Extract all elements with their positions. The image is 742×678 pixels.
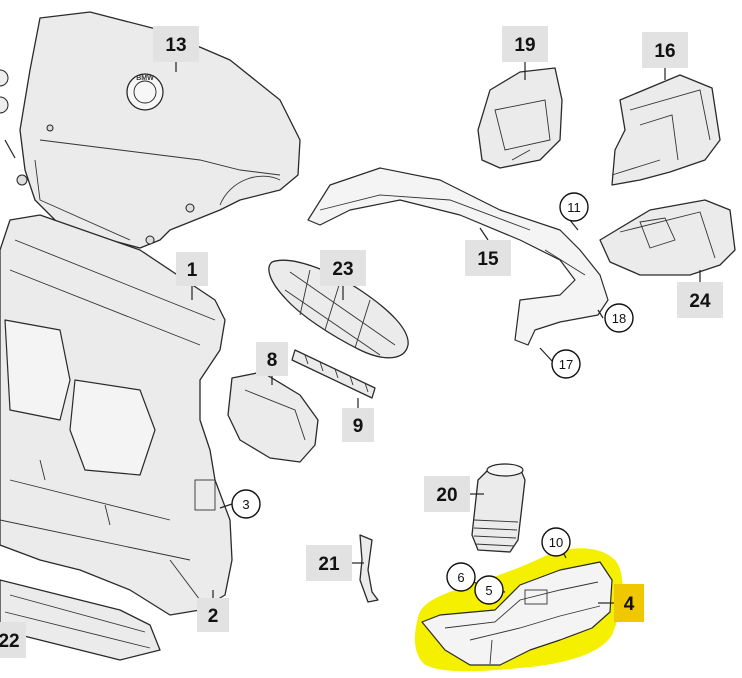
svg-text:9: 9 — [353, 416, 364, 437]
label-15: 15 — [465, 240, 511, 276]
svg-text:15: 15 — [477, 249, 499, 270]
svg-text:6: 6 — [457, 570, 464, 585]
label-18: 18 — [604, 303, 634, 333]
label-24: 24 — [677, 282, 723, 318]
label-16: 16 — [642, 32, 688, 68]
svg-text:24: 24 — [689, 291, 711, 312]
svg-text:21: 21 — [318, 554, 340, 575]
label-17: 17 — [551, 349, 581, 379]
svg-text:1: 1 — [187, 260, 198, 281]
part-19-bracket — [477, 67, 563, 169]
svg-text:23: 23 — [332, 259, 353, 280]
bmw-emblem-icon — [126, 73, 164, 111]
part-13-engine-cover: BMW — [16, 11, 301, 249]
svg-text:20: 20 — [436, 485, 457, 506]
part-9-strip — [291, 349, 376, 399]
part-8-side-cover — [227, 371, 319, 463]
label-20: 20 — [424, 476, 470, 512]
label-21: 21 — [306, 545, 352, 581]
part-22-lower-panel — [0, 579, 161, 661]
part-24-intake-housing — [599, 199, 736, 276]
label-4[interactable]: 4 — [614, 584, 644, 622]
label-19: 19 — [502, 26, 548, 62]
part-1-2-front-support — [0, 214, 233, 616]
label-6: 6 — [446, 562, 476, 592]
part-15-intake-bracket — [307, 167, 609, 346]
part-23-grille — [268, 259, 409, 359]
label-9: 9 — [342, 408, 374, 442]
label-22: 22 — [0, 622, 26, 658]
svg-text:19: 19 — [514, 35, 535, 56]
svg-text:2: 2 — [208, 606, 219, 627]
label-1: 1 — [176, 252, 208, 286]
svg-text:17: 17 — [559, 357, 573, 372]
label-8: 8 — [256, 342, 288, 376]
label-11: 11 — [559, 192, 589, 222]
label-10: 10 — [541, 527, 571, 557]
label-2: 2 — [197, 598, 229, 632]
svg-text:3: 3 — [242, 497, 249, 512]
svg-text:11: 11 — [567, 200, 581, 215]
svg-text:10: 10 — [549, 535, 563, 550]
part-16-air-duct — [611, 74, 721, 186]
svg-text:13: 13 — [165, 35, 186, 56]
label-5: 5 — [474, 575, 504, 605]
label-13: 13 — [153, 26, 199, 62]
svg-text:22: 22 — [0, 631, 20, 652]
part-4-duct — [421, 561, 613, 666]
svg-text:4: 4 — [624, 594, 635, 615]
label-23: 23 — [320, 250, 366, 286]
emblem-text: BMW — [136, 75, 154, 82]
part-20-hose — [471, 463, 526, 553]
svg-text:8: 8 — [267, 350, 278, 371]
svg-text:18: 18 — [612, 311, 626, 326]
label-3: 3 — [231, 489, 261, 519]
svg-text:16: 16 — [654, 41, 675, 62]
svg-text:5: 5 — [485, 583, 492, 598]
part-21-clip — [359, 534, 379, 603]
